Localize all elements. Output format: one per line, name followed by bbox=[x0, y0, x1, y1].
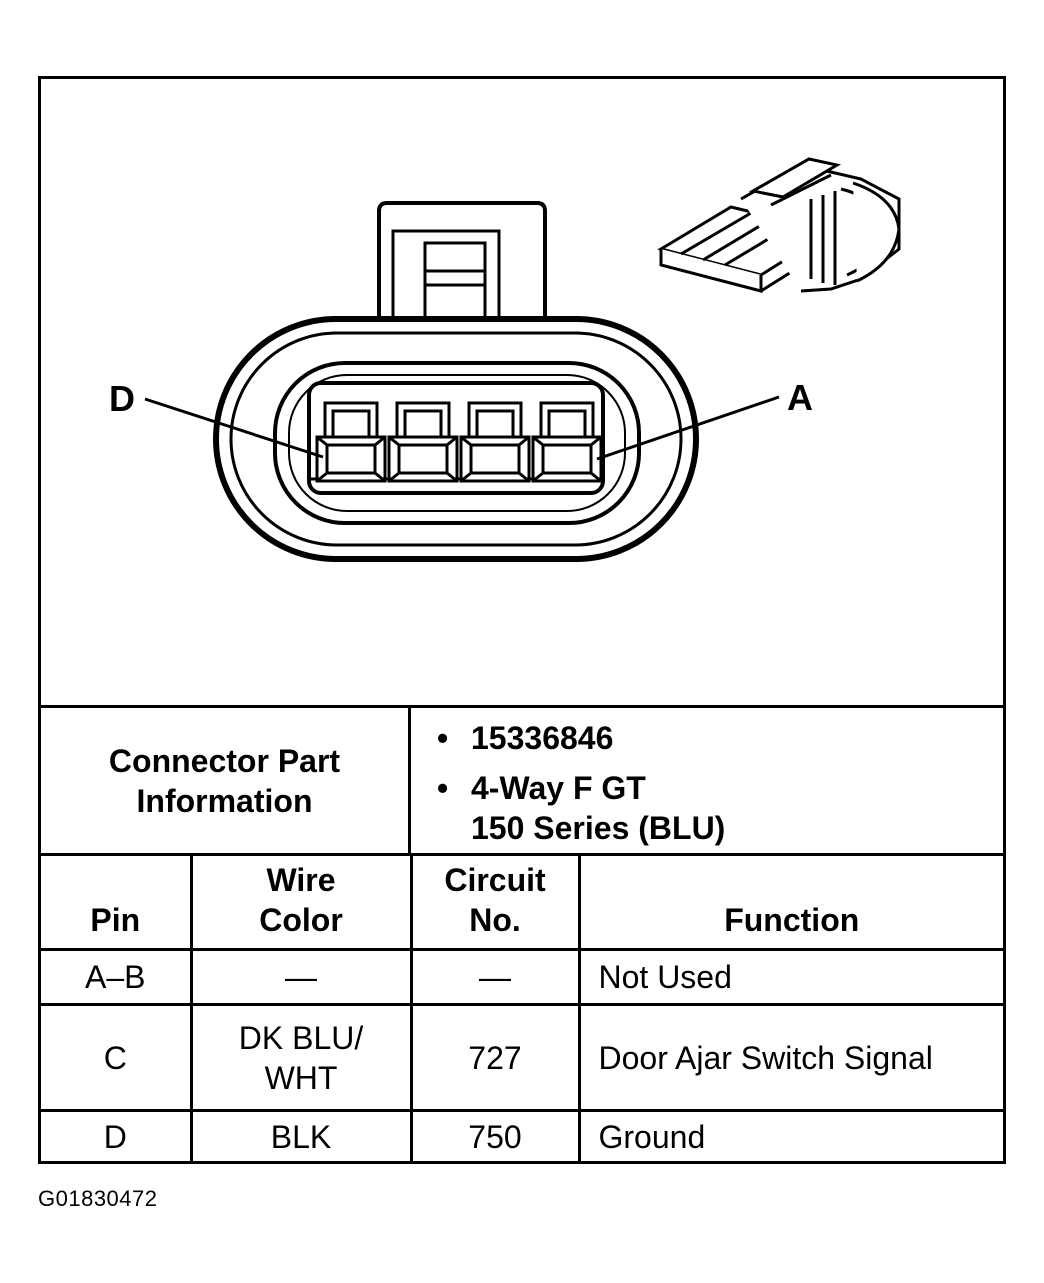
connector-face-view bbox=[144, 157, 901, 562]
connector-part-info-values: • 15336846 • 4-Way F GT 150 Series (BLU) bbox=[411, 708, 1003, 853]
callout-leaders bbox=[144, 395, 780, 461]
label-line-1: Connector Part bbox=[108, 742, 341, 779]
connector-type-line-2: 150 Series (BLU) bbox=[471, 810, 726, 846]
header-circuit-no: Circuit No. bbox=[411, 853, 581, 951]
connector-type-line-1: 4-Way F GT bbox=[471, 770, 646, 806]
label-line-2: Information bbox=[136, 782, 313, 819]
cavity-b bbox=[459, 401, 531, 483]
part-number-text: 15336846 bbox=[471, 720, 614, 756]
table-row: C DK BLU/ WHT 727 Door Ajar Switch Signa… bbox=[41, 1003, 1003, 1111]
pin-cell: C bbox=[41, 1003, 193, 1111]
function-cell: Not Used bbox=[579, 948, 1003, 1005]
cavity-a bbox=[531, 401, 603, 483]
wire-color-cell: BLK bbox=[191, 1109, 413, 1163]
pin-cell: A–B bbox=[41, 948, 193, 1005]
connector-perspective-view bbox=[657, 157, 901, 293]
part-number: • 15336846 bbox=[437, 718, 614, 758]
diagram-frame: D A Connector Part Information • 1533684… bbox=[38, 76, 1006, 1164]
connector-series: 150 Series (BLU) bbox=[471, 808, 725, 848]
cavity-c bbox=[387, 401, 459, 483]
pin-table: Pin Wire Color Circuit No. Function A–B … bbox=[41, 853, 1003, 1163]
header-function: Function bbox=[579, 853, 1003, 951]
pin-cell: D bbox=[41, 1109, 193, 1163]
callout-label-a: A bbox=[787, 377, 813, 418]
function-cell: Ground bbox=[579, 1109, 1003, 1163]
function-cell: Door Ajar Switch Signal bbox=[579, 1003, 1003, 1111]
header-pin: Pin bbox=[41, 853, 193, 951]
wire-color-cell: DK BLU/ WHT bbox=[191, 1003, 413, 1111]
pin-table-header: Pin Wire Color Circuit No. Function bbox=[41, 853, 1003, 951]
cavity-d bbox=[315, 401, 387, 483]
table-row: A–B — — Not Used bbox=[41, 948, 1003, 1005]
circuit-cell: 727 bbox=[411, 1003, 581, 1111]
header-wire-color: Wire Color bbox=[191, 853, 413, 951]
connector-part-info-label-cell: Connector Part Information bbox=[41, 708, 411, 853]
connector-drawing: D A bbox=[41, 79, 1003, 705]
wire-color-cell: — bbox=[191, 948, 413, 1005]
terminal-cavities bbox=[315, 401, 603, 483]
table-row: D BLK 750 Ground bbox=[41, 1109, 1003, 1163]
connector-part-info-label: Connector Part Information bbox=[65, 741, 385, 821]
leader-d bbox=[144, 397, 324, 459]
circuit-cell: 750 bbox=[411, 1109, 581, 1163]
callout-label-d: D bbox=[109, 378, 135, 419]
bullet-icon: • bbox=[437, 720, 449, 756]
figure-id: G01830472 bbox=[38, 1186, 158, 1211]
connector-part-info-row: Connector Part Information • 15336846 • … bbox=[41, 705, 1003, 853]
circuit-cell: — bbox=[411, 948, 581, 1005]
bullet-icon: • bbox=[437, 770, 449, 806]
leader-a bbox=[596, 395, 780, 461]
connector-type: • 4-Way F GT bbox=[437, 768, 646, 808]
locking-tab bbox=[377, 201, 547, 331]
